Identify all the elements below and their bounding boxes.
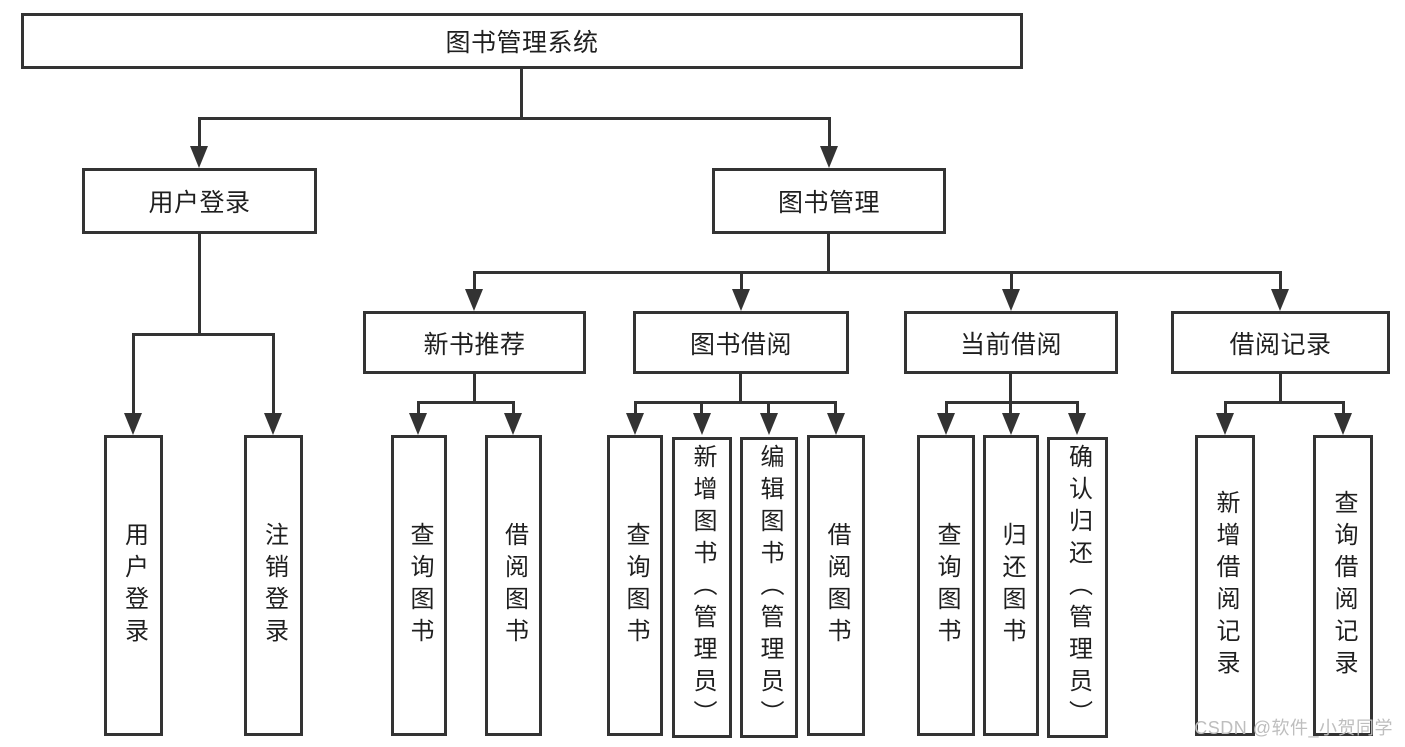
- connector-line: [828, 117, 831, 148]
- connector-line: [132, 333, 275, 336]
- connector-line: [1010, 271, 1013, 291]
- connector-line: [512, 401, 515, 415]
- node-add-borrow-record: 新增借阅记录: [1195, 435, 1255, 736]
- arrowhead-down-icon: [190, 146, 208, 168]
- connector-line: [272, 333, 275, 415]
- connector-line: [198, 234, 201, 335]
- arrowhead-down-icon: [760, 413, 778, 435]
- node-confirm-return-admin: 确认归还（管理员）: [1047, 437, 1108, 738]
- connector-line: [700, 401, 703, 415]
- arrowhead-down-icon: [693, 413, 711, 435]
- connector-line: [1342, 401, 1345, 415]
- arrowhead-down-icon: [820, 146, 838, 168]
- connector-line: [834, 401, 837, 415]
- arrowhead-down-icon: [504, 413, 522, 435]
- connector-line: [417, 401, 515, 404]
- arrowhead-down-icon: [409, 413, 427, 435]
- node-borrowing-records: 借阅记录: [1171, 311, 1390, 374]
- node-query-books: 查询图书: [607, 435, 663, 736]
- connector-line: [473, 374, 476, 403]
- arrowhead-down-icon: [1002, 289, 1020, 311]
- watermark: CSDN @软件_小贺同学: [1194, 718, 1393, 738]
- arrowhead-down-icon: [264, 413, 282, 435]
- connector-line: [473, 271, 1281, 274]
- arrowhead-down-icon: [465, 289, 483, 311]
- node-logout: 注销登录: [244, 435, 303, 736]
- node-borrow-books: 借阅图书: [485, 435, 542, 736]
- arrowhead-down-icon: [1271, 289, 1289, 311]
- arrowhead-down-icon: [827, 413, 845, 435]
- connector-line: [1224, 401, 1227, 415]
- arrowhead-down-icon: [124, 413, 142, 435]
- connector-line: [739, 374, 742, 403]
- connector-line: [945, 401, 1079, 404]
- node-user-login-leaf: 用户登录: [104, 435, 163, 736]
- arrowhead-down-icon: [1334, 413, 1352, 435]
- arrowhead-down-icon: [626, 413, 644, 435]
- arrowhead-down-icon: [1002, 413, 1020, 435]
- node-current-borrowing: 当前借阅: [904, 311, 1118, 374]
- arrowhead-down-icon: [1216, 413, 1234, 435]
- node-book-borrowing: 图书借阅: [633, 311, 849, 374]
- connector-line: [945, 401, 948, 415]
- connector-line: [417, 401, 420, 415]
- connector-line: [1279, 271, 1282, 291]
- node-return-books: 归还图书: [983, 435, 1039, 736]
- connector-line: [1224, 401, 1345, 404]
- connector-line: [634, 401, 837, 404]
- connector-line: [132, 333, 135, 415]
- connector-line: [767, 401, 770, 415]
- node-query-books: 查询图书: [917, 435, 975, 736]
- node-edit-book-admin: 编辑图书（管理员）: [740, 437, 798, 738]
- connector-line: [1076, 401, 1079, 415]
- node-query-books: 查询图书: [391, 435, 447, 736]
- arrowhead-down-icon: [732, 289, 750, 311]
- connector-line: [827, 234, 830, 273]
- arrowhead-down-icon: [1068, 413, 1086, 435]
- connector-line: [740, 271, 743, 291]
- node-query-borrow-record: 查询借阅记录: [1313, 435, 1373, 736]
- connector-line: [198, 117, 201, 148]
- connector-line: [1009, 374, 1012, 403]
- node-borrow-books: 借阅图书: [807, 435, 865, 736]
- arrowhead-down-icon: [937, 413, 955, 435]
- node-new-book-recommendation: 新书推荐: [363, 311, 586, 374]
- node-library-management-system: 图书管理系统: [21, 13, 1023, 69]
- connector-line: [198, 117, 831, 120]
- connector-line: [473, 271, 476, 291]
- connector-line: [1009, 401, 1012, 415]
- connector-line: [520, 69, 523, 119]
- connector-line: [634, 401, 637, 415]
- node-add-book-admin: 新增图书（管理员）: [672, 437, 732, 738]
- connector-line: [1279, 374, 1282, 403]
- node-user-login: 用户登录: [82, 168, 317, 234]
- node-book-management: 图书管理: [712, 168, 946, 234]
